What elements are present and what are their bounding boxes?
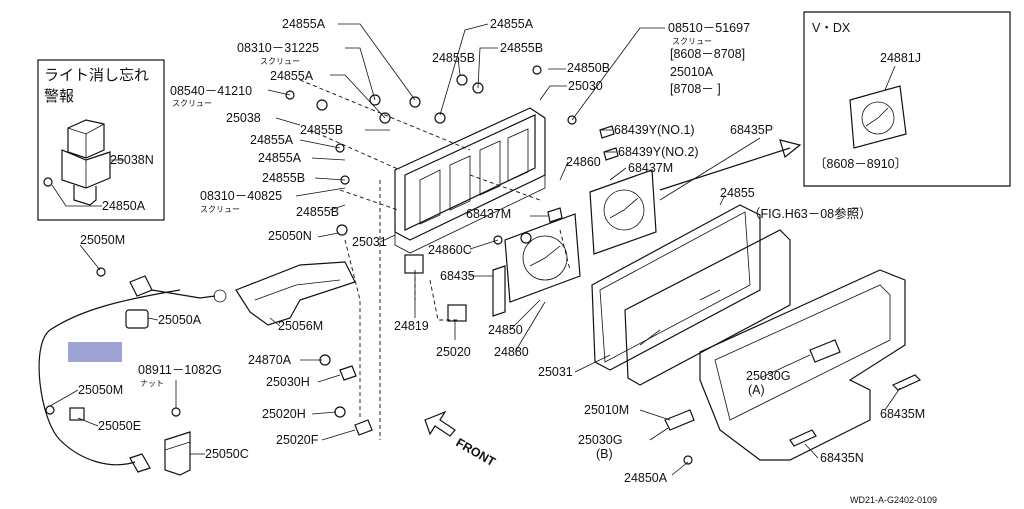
label-24855b-1: 24855B [432,51,475,65]
label-25050e: 25050E [98,419,141,433]
label-range-2: [8708－ ] [670,82,721,96]
pad-68435n [789,429,817,447]
callout-arrow-head [779,139,802,159]
label-25020f: 25020F [276,433,319,447]
label-08540-41210: 08540－41210 [170,84,252,98]
callout-left-frame [37,59,165,221]
label-24855a-3: 24855A [270,69,314,83]
label-date-range: 〔8608－8910〕 [814,157,907,171]
label-24860: 24860 [566,155,601,169]
label-screw-1: スクリュー [260,57,300,66]
leader-lines [49,23,901,476]
part-labels: 24855A 24855A 08310－31225 スクリュー 24855B 2… [78,17,925,485]
label-25050c: 25050C [205,447,249,461]
label-68435m: 68435M [880,407,925,421]
bracket-25056m [235,261,356,326]
label-08911-1082g: 08911－1082G [138,363,222,377]
label-24855b-2: 24855B [500,41,543,55]
gauge-24881j-part [849,85,907,149]
label-25050m-2: 25050M [78,383,123,397]
label-08310-40825: 08310－40825 [200,189,282,203]
highlight-box [68,342,122,362]
label-24860c: 24860C [428,243,472,257]
label-25038n: 25038N [110,153,154,167]
label-24855a-2: 24855A [490,17,534,31]
label-25010a: 25010A [670,65,714,79]
label-25050a: 25050A [158,313,202,327]
label-24855b-4: 24855B [262,171,305,185]
bracket-25050c [164,431,191,476]
label-24850: 24850 [488,323,523,337]
label-25031-1: 25031 [352,235,387,249]
label-24855: 24855 [720,186,755,200]
label-a-suffix: (A) [748,383,765,397]
label-24855a-4: 24855A [250,133,294,147]
relay-25038n-part [43,119,111,206]
label-25020h: 25020H [262,407,306,421]
label-24855b-5: 24855B [296,205,339,219]
meter-hood-panel [699,269,906,461]
label-25020: 25020 [436,345,471,359]
label-24850b: 24850B [567,61,610,75]
label-25056m: 25056M [278,319,323,333]
label-68439y-no1: 68439Y(NO.1) [614,123,695,137]
front-arrow: FRONT [424,410,499,469]
diagram-id: WD21-A-G2402-0109 [850,495,937,505]
front-label: FRONT [454,435,499,469]
label-nut: ナット [140,379,164,388]
label-screw-2: スクリュー [672,37,712,46]
callout-left-title-1: ライト消し忘れ [44,66,149,84]
label-25030: 25030 [568,79,603,93]
label-68435n: 68435N [820,451,864,465]
callout-right-frame [803,11,1011,187]
label-25030g-b: 25030G [578,433,622,447]
label-08310-31225: 08310－31225 [237,41,319,55]
label-25030g-a: 25030G [746,369,790,383]
label-24819: 24819 [394,319,429,333]
label-24850a-callout: 24850A [102,199,146,213]
label-08510-51697: 08510－51697 [668,21,750,35]
label-25030h: 25030H [266,375,310,389]
label-24855a-1: 24855A [282,17,326,31]
callout-right: V・DX 24881J 〔8608－8910〕 [803,11,1011,187]
pad-68435m [891,374,922,391]
label-68439y-no2: 68439Y(NO.2) [618,145,699,159]
label-24855b-3: 24855B [300,123,343,137]
callout-arrow-line [659,147,791,191]
label-25050m-1: 25050M [80,233,125,247]
label-b-suffix: (B) [596,447,613,461]
label-screw-4: スクリュー [200,205,240,214]
label-68437m-1: 68437M [628,161,673,175]
label-24880: 24880 [494,345,529,359]
meter-lens-25010m [591,204,791,386]
meter-housing-25031 [394,107,546,254]
label-24870a: 24870A [248,353,292,367]
label-24881j: 24881J [880,51,921,65]
gauge-cluster-24880 [504,169,657,303]
label-24850a: 24850A [624,471,668,485]
label-24855a-5: 24855A [258,151,302,165]
callout-left-title-2: 警報 [44,87,74,105]
label-68435p: 68435P [730,123,773,137]
label-25050n: 25050N [268,229,312,243]
label-screw-3: スクリュー [172,99,212,108]
label-range-1: [8608－8708] [670,47,745,61]
misc-small-parts [45,65,841,465]
callout-right-title: V・DX [812,21,851,35]
assembly-dashed-lines [299,79,571,440]
speedometer-cable-25050m [38,275,227,473]
label-25038: 25038 [226,111,261,125]
label-fig-ref: （FIG.H63－08参照） [748,206,872,221]
label-25010m: 25010M [584,403,629,417]
callout-left: ライト消し忘れ 警報 25038N 24850A [37,59,165,221]
label-68435: 68435 [440,269,475,283]
label-25031-2: 25031 [538,365,573,379]
label-68437m-2: 68437M [466,207,511,221]
